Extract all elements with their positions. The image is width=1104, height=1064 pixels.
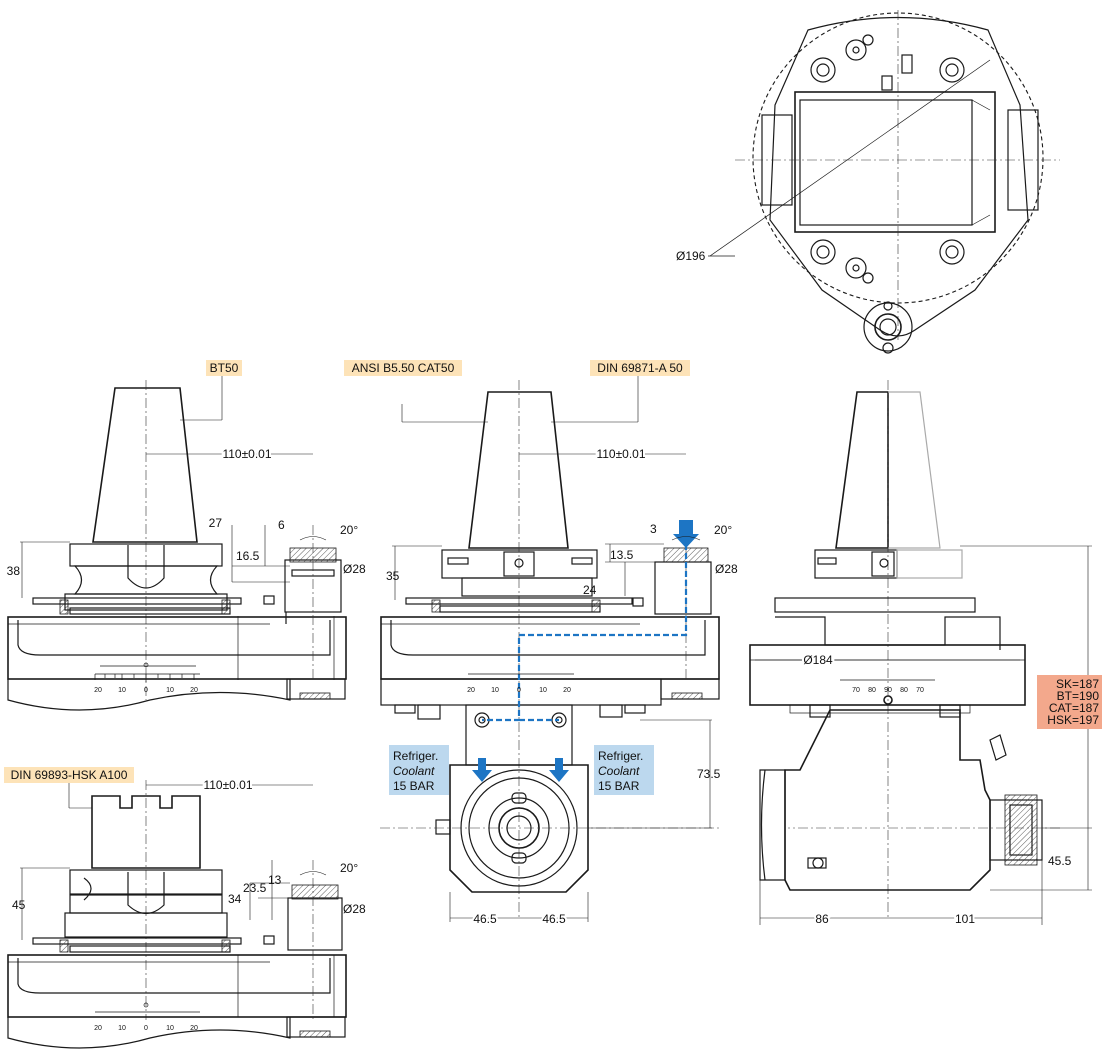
dim-34: 34 [228,892,242,906]
svg-text:10: 10 [539,687,547,694]
coolant-tag-left [389,745,449,795]
dim-13-5: 13.5 [610,548,634,562]
svg-text:0: 0 [517,687,521,694]
svg-text:20: 20 [190,687,198,694]
bolt-hole-icon [810,57,836,83]
svg-text:0: 0 [144,1025,148,1032]
taper-shank [468,391,569,549]
coolant-right-line3: 15 BAR [598,779,640,793]
svg-text:10: 10 [166,687,174,694]
dim-46-5-right: 46.5 [542,912,566,926]
svg-text:90: 90 [884,687,892,694]
coolant-in-arrow-icon [673,520,699,548]
ansi-label: ANSI B5.50 CAT50 [352,361,455,375]
middle-view: ANSI B5.50 CAT50 DIN 69871-A 50 110±0.01… [344,360,738,928]
center-distance-label: 110±0.01 [222,447,271,461]
coolant-out-arrow-icon [549,758,569,782]
main-body [7,954,347,1018]
angle-20: 20° [340,861,358,875]
length-bt: BT=190 [1057,689,1100,703]
svg-text:10: 10 [118,1025,126,1032]
svg-text:70: 70 [916,687,924,694]
dim-35: 35 [386,569,400,583]
svg-text:20: 20 [94,1025,102,1032]
svg-text:0: 0 [144,687,148,694]
housing-outline [769,16,1029,337]
length-hsk: HSK=197 [1047,713,1099,727]
bolt-hole-icon [810,239,836,265]
dim-13: 13 [268,873,282,887]
coolant-tag-right [594,745,654,795]
dim-45: 45 [12,898,26,912]
dim-46-5-left: 46.5 [473,912,497,926]
dim-16-5: 16.5 [236,549,260,563]
svg-text:20: 20 [190,1025,198,1032]
output-spindle [654,561,712,615]
angle-20: 20° [714,523,732,537]
svg-text:20: 20 [467,687,475,694]
din69871-tag [590,360,690,376]
dia-28: Ø28 [715,562,738,576]
dim-86: 86 [815,912,829,926]
center-distance-label: 110±0.01 [596,447,645,461]
hsk-shank [91,795,201,869]
bolt-hole-icon [939,57,965,83]
coolant-left-line3: 15 BAR [393,779,435,793]
length-cat: CAT=187 [1049,701,1099,715]
svg-text:20: 20 [94,687,102,694]
bolt-hole-icon [939,239,965,265]
coolant-out-arrow-icon [472,758,492,782]
ansi-tag [344,360,462,376]
svg-text:10: 10 [166,1025,174,1032]
dim-38: 38 [7,564,21,578]
dim-24: 24 [583,583,597,597]
svg-text:80: 80 [868,687,876,694]
dim-6: 6 [278,518,285,532]
bt50-label: BT50 [210,361,239,375]
dim-23-5: 23.5 [243,881,267,895]
diameter-184-label: Ø184 [803,653,833,667]
taper-shank [92,387,198,543]
coolant-path [482,535,688,722]
left-bottom-view: DIN 69893-HSK A100 110±0.01 45 [4,767,366,1049]
coolant-left-line2: Coolant [393,764,435,778]
output-spindle [287,897,343,951]
top-body [794,91,996,233]
output-head [784,709,991,891]
dia-28: Ø28 [343,562,366,576]
center-distance-label: 110±0.01 [203,778,252,792]
output-head [449,764,589,893]
din69893-label: DIN 69893-HSK A100 [11,768,128,782]
dim-45-5: 45.5 [1048,854,1072,868]
coolant-left-line1: Refriger. [393,749,438,763]
svg-text:70: 70 [852,687,860,694]
dim-3: 3 [650,522,657,536]
bt50-tag [206,360,242,376]
lengths-tag [1037,675,1102,729]
dim-73-5: 73.5 [697,767,721,781]
length-sk: SK=187 [1056,677,1099,691]
dim-27: 27 [209,516,223,530]
main-body [7,616,347,680]
dia-28: Ø28 [343,902,366,916]
svg-text:80: 80 [900,687,908,694]
angle-20: 20° [340,523,358,537]
din69871-label: DIN 69871-A 50 [597,361,683,375]
coolant-right-line2: Coolant [598,764,640,778]
svg-text:20: 20 [563,687,571,694]
svg-text:10: 10 [118,687,126,694]
dim-101: 101 [955,912,975,926]
din69893-tag [4,767,134,783]
diameter-196-label: Ø196 [676,249,706,263]
spindle-nose [863,302,913,352]
taper-shank [835,391,889,549]
right-view: Ø184 45.5 SK=187 BT=190 CAT=187 HSK=197 … [749,380,1102,928]
svg-text:10: 10 [491,687,499,694]
main-body [380,616,720,680]
left-top-view: BT50 110±0.01 38 27 6 16.5 20° Ø28 20 10… [7,360,366,711]
coolant-right-line1: Refriger. [598,749,643,763]
top-view: Ø196 [676,10,1060,354]
